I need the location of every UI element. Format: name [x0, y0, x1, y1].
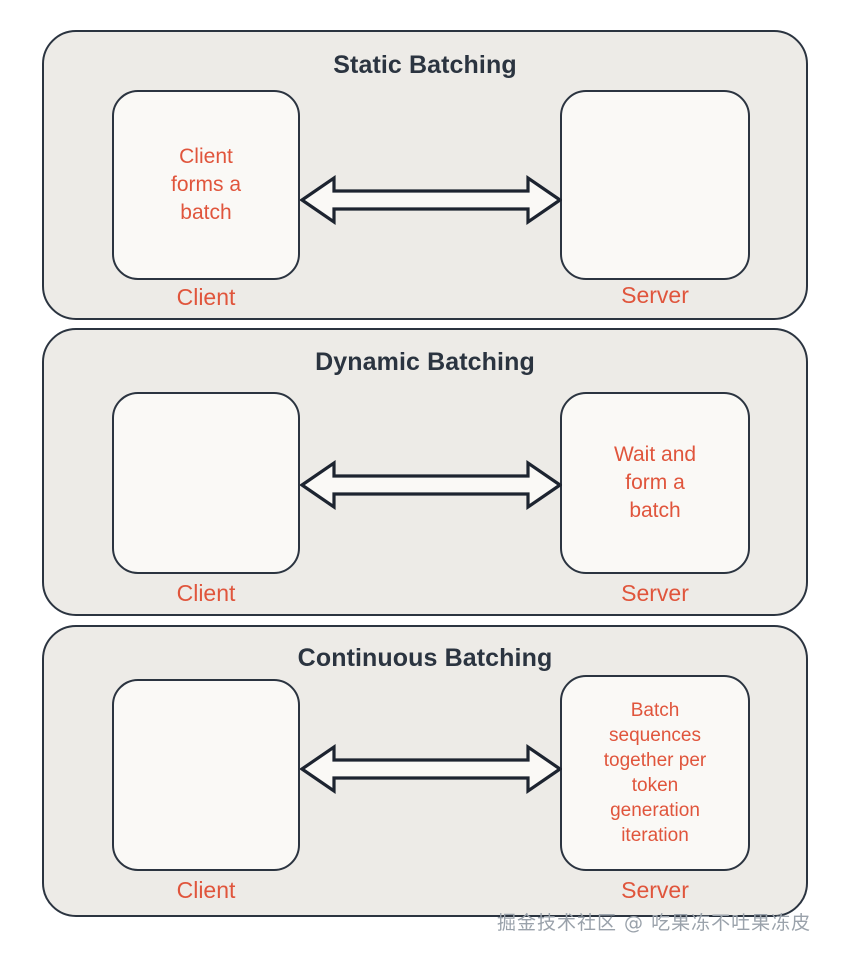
client-node-label: Client: [176, 284, 236, 310]
client-node-label: Client: [176, 877, 236, 903]
panel-title: Static Batching: [333, 51, 517, 79]
server-node-label: Server: [621, 877, 689, 903]
panel-static-batching: Static Batching Client forms a batch Cli…: [42, 30, 808, 320]
double-headed-arrow-icon: [300, 170, 562, 230]
panel-continuous-batching: Continuous Batching Client Batch sequenc…: [42, 625, 808, 917]
panel-title: Dynamic Batching: [315, 348, 535, 376]
server-node: Wait and form a batch: [560, 392, 750, 574]
client-node: [112, 392, 300, 574]
server-node-text: Batch sequences together per token gener…: [603, 700, 707, 846]
client-node: Client forms a batch: [112, 90, 300, 280]
client-node: [112, 679, 300, 871]
panel-dynamic-batching: Dynamic Batching Client Wait and form a …: [42, 328, 808, 616]
client-node-text: Client forms a batch: [170, 145, 241, 224]
server-node: [560, 90, 750, 280]
server-node-label: Server: [621, 580, 689, 606]
server-node-text: Wait and form a batch: [613, 443, 697, 522]
server-node-label: Server: [621, 282, 689, 308]
watermark-text: 掘金技术社区 @ 吃果冻不吐果冻皮: [497, 912, 812, 934]
client-node-label: Client: [176, 580, 236, 606]
server-node: Batch sequences together per token gener…: [560, 675, 750, 871]
double-headed-arrow-icon: [300, 739, 562, 799]
double-headed-arrow-icon: [300, 455, 562, 515]
panel-title: Continuous Batching: [297, 644, 553, 672]
